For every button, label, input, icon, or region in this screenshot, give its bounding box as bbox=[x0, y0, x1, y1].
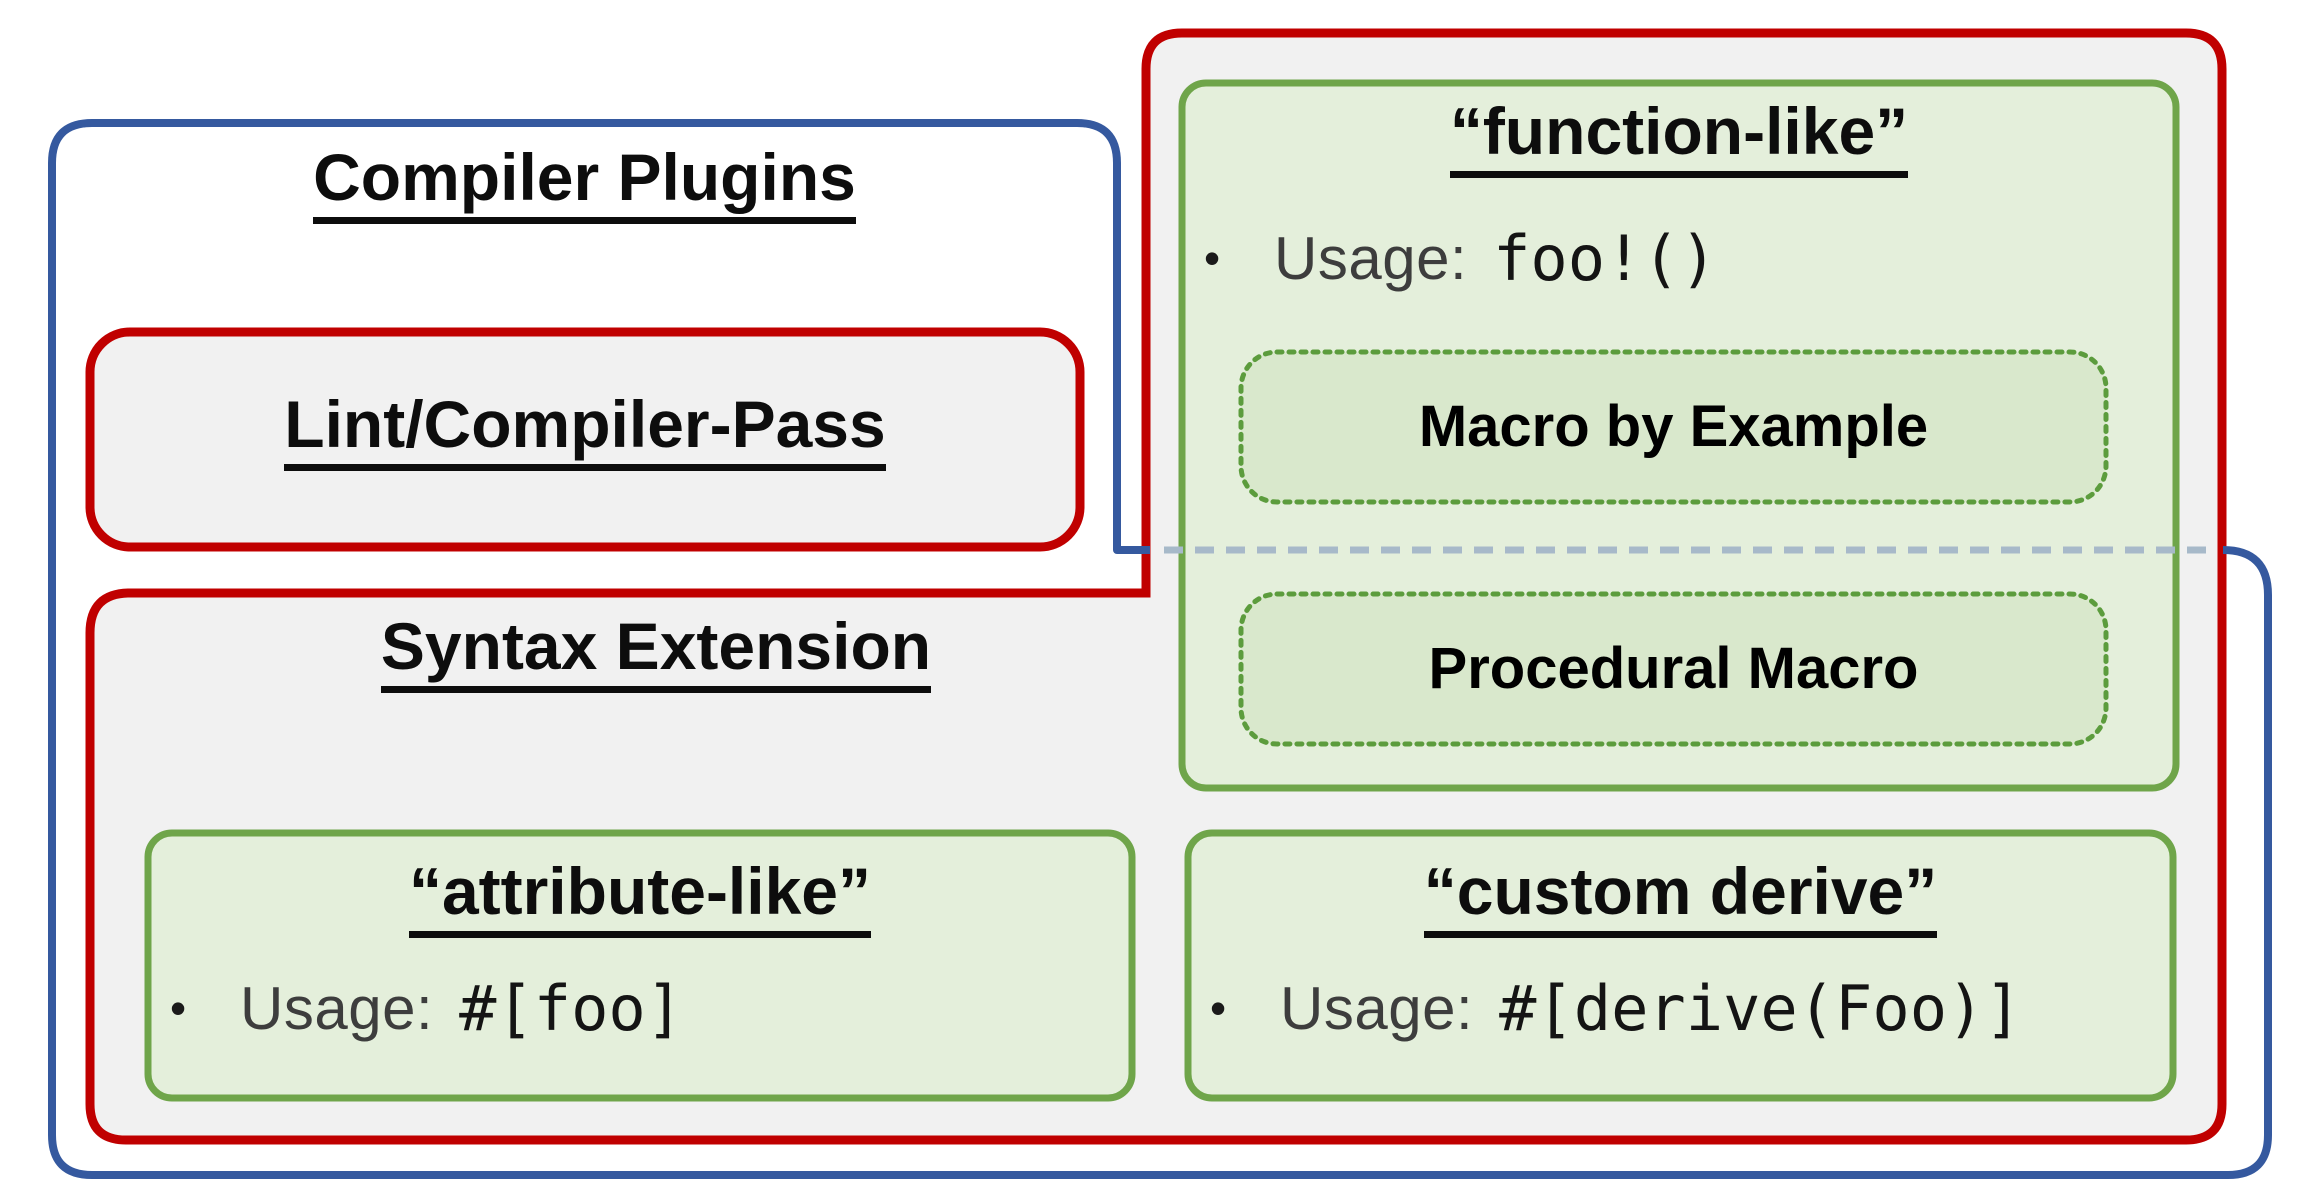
usage-code: #[derive(Foo)] bbox=[1499, 971, 2022, 1045]
attribute-like-title: “attribute-like” bbox=[148, 858, 1132, 938]
macro-by-example-box bbox=[1238, 349, 2109, 505]
bullet-icon: • bbox=[1210, 982, 1227, 1034]
procedural-macro-box bbox=[1238, 591, 2109, 747]
lint-compiler-pass-title: Lint/Compiler-Pass bbox=[90, 391, 1080, 471]
usage-label: Usage: bbox=[1274, 224, 1468, 292]
custom-derive-title: “custom derive” bbox=[1188, 858, 2173, 938]
bullet-icon: • bbox=[1204, 232, 1221, 284]
usage-code: #[foo] bbox=[459, 971, 684, 1045]
attribute-like-usage: • Usage: #[foo] bbox=[148, 968, 683, 1048]
custom-derive-usage: • Usage: #[derive(Foo)] bbox=[1188, 968, 2022, 1048]
function-like-usage: • Usage: foo!() bbox=[1182, 218, 1717, 298]
compiler-plugins-outline bbox=[48, 119, 2272, 1179]
procedural-macro-label: Procedural Macro bbox=[1428, 636, 1919, 701]
macro-by-example-label: Macro by Example bbox=[1418, 394, 1929, 459]
custom-derive-box bbox=[1184, 829, 2177, 1102]
function-like-title: “function-like” bbox=[1182, 98, 2176, 178]
compiler-plugins-title: Compiler Plugins bbox=[52, 144, 1117, 224]
attribute-like-box bbox=[144, 829, 1136, 1102]
lint-compiler-pass-box bbox=[85, 327, 1085, 552]
usage-code: foo!() bbox=[1493, 221, 1718, 295]
syntax-extension-title: Syntax Extension bbox=[100, 613, 1212, 693]
bullet-icon: • bbox=[170, 982, 187, 1034]
usage-label: Usage: bbox=[1280, 974, 1474, 1042]
usage-label: Usage: bbox=[240, 974, 434, 1042]
